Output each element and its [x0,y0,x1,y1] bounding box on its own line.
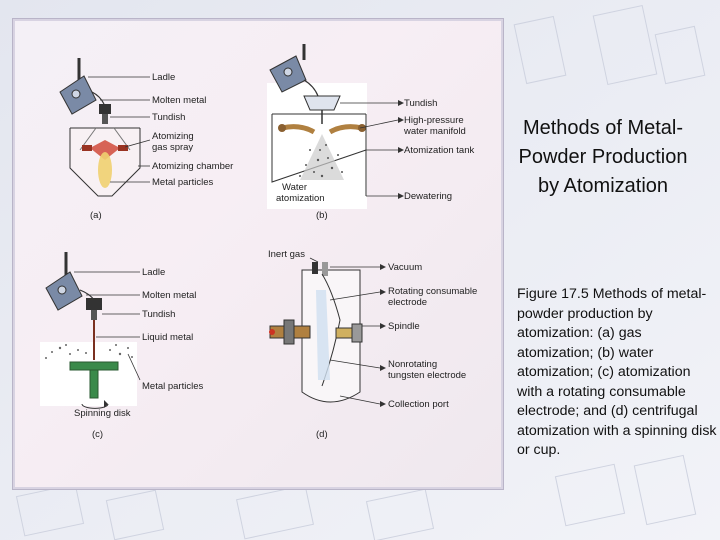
ladle-c [45,252,83,311]
label-water-b: Water [282,182,307,193]
label-atomization-b: atomization [276,193,325,204]
label-rotating-consumable-d: Rotating consumable [388,286,477,297]
label-ladle-c: Ladle [142,267,165,278]
slide-title: Methods of Metal-Powder Production by At… [518,117,688,197]
label-tungsten-electrode-d: tungsten electrode [388,370,466,381]
label-dewatering-b: Dewatering [404,191,452,202]
label-atomizing-a: Atomizing [152,131,194,142]
panel-c: Ladle Molten metal Tundish Liquid metal … [40,252,203,440]
labels-c: Ladle Molten metal Tundish Liquid metal … [74,267,203,419]
spinning-disk-c [69,361,119,409]
arrows-b [398,100,404,199]
leader-lines-d [309,257,381,405]
metal-particles-a [98,152,112,188]
panel-d: Inert gas Vacuum Rotating consumable ele… [268,249,477,440]
labels-b: Tundish High-pressure water manifold Ato… [276,98,474,204]
label-vacuum-d: Vacuum [388,262,422,273]
label-molten-metal-c: Molten metal [142,290,196,301]
labels-d: Inert gas Vacuum Rotating consumable ele… [268,249,477,410]
water-spray-b [299,134,344,180]
chamber-d [301,262,361,403]
label-water-manifold-b: water manifold [403,126,466,137]
label-tundish-a: Tundish [152,112,185,123]
label-nonrotating-d: Nonrotating [388,359,437,370]
tundish-a [99,104,111,124]
label-electrode-d: electrode [388,297,427,308]
panel-c-backdrop [40,342,137,406]
water-manifold-b [278,124,366,135]
label-tundish-b: Tundish [404,98,437,109]
panel-tag-b: (b) [316,210,328,221]
arrows-d [380,264,386,407]
labels-a: Ladle Molten metal Tundish Atomizing gas… [152,72,233,188]
ladle-b [269,44,307,93]
panel-tag-c: (c) [92,429,103,440]
particle-spray-c [45,344,133,359]
label-atomizing-chamber-a: Atomizing chamber [152,161,233,172]
spindle-d [269,319,363,345]
leader-lines-b [340,102,399,197]
label-tundish-c: Tundish [142,309,175,320]
label-high-pressure-b: High-pressure [404,115,464,126]
label-metal-particles-a: Metal particles [152,177,213,188]
panel-tag-a: (a) [90,210,102,221]
panel-b: Tundish High-pressure water manifold Ato… [267,44,474,221]
panel-a: Ladle Molten metal Tundish Atomizing gas… [59,58,233,221]
ladle-a [59,58,97,115]
label-spindle-d: Spindle [388,321,420,332]
leader-lines-a [88,76,151,183]
figure-caption: Figure 17.5 Methods of metal-powder prod… [517,286,717,458]
leader-lines-c [74,271,141,381]
panel-tag-d: (d) [316,429,328,440]
label-spinning-disk-c: Spinning disk [74,408,131,419]
label-atomization-tank-b: Atomization tank [404,145,474,156]
label-gas-spray-a: gas spray [152,142,193,153]
label-liquid-metal-c: Liquid metal [142,332,193,343]
label-metal-particles-c: Metal particles [142,381,203,392]
label-collection-port-d: Collection port [388,399,449,410]
label-inert-gas-d: Inert gas [268,249,305,260]
label-ladle-a: Ladle [152,72,175,83]
label-molten-metal-a: Molten metal [152,95,206,106]
tundish-c [86,298,102,320]
tundish-b [303,95,341,124]
